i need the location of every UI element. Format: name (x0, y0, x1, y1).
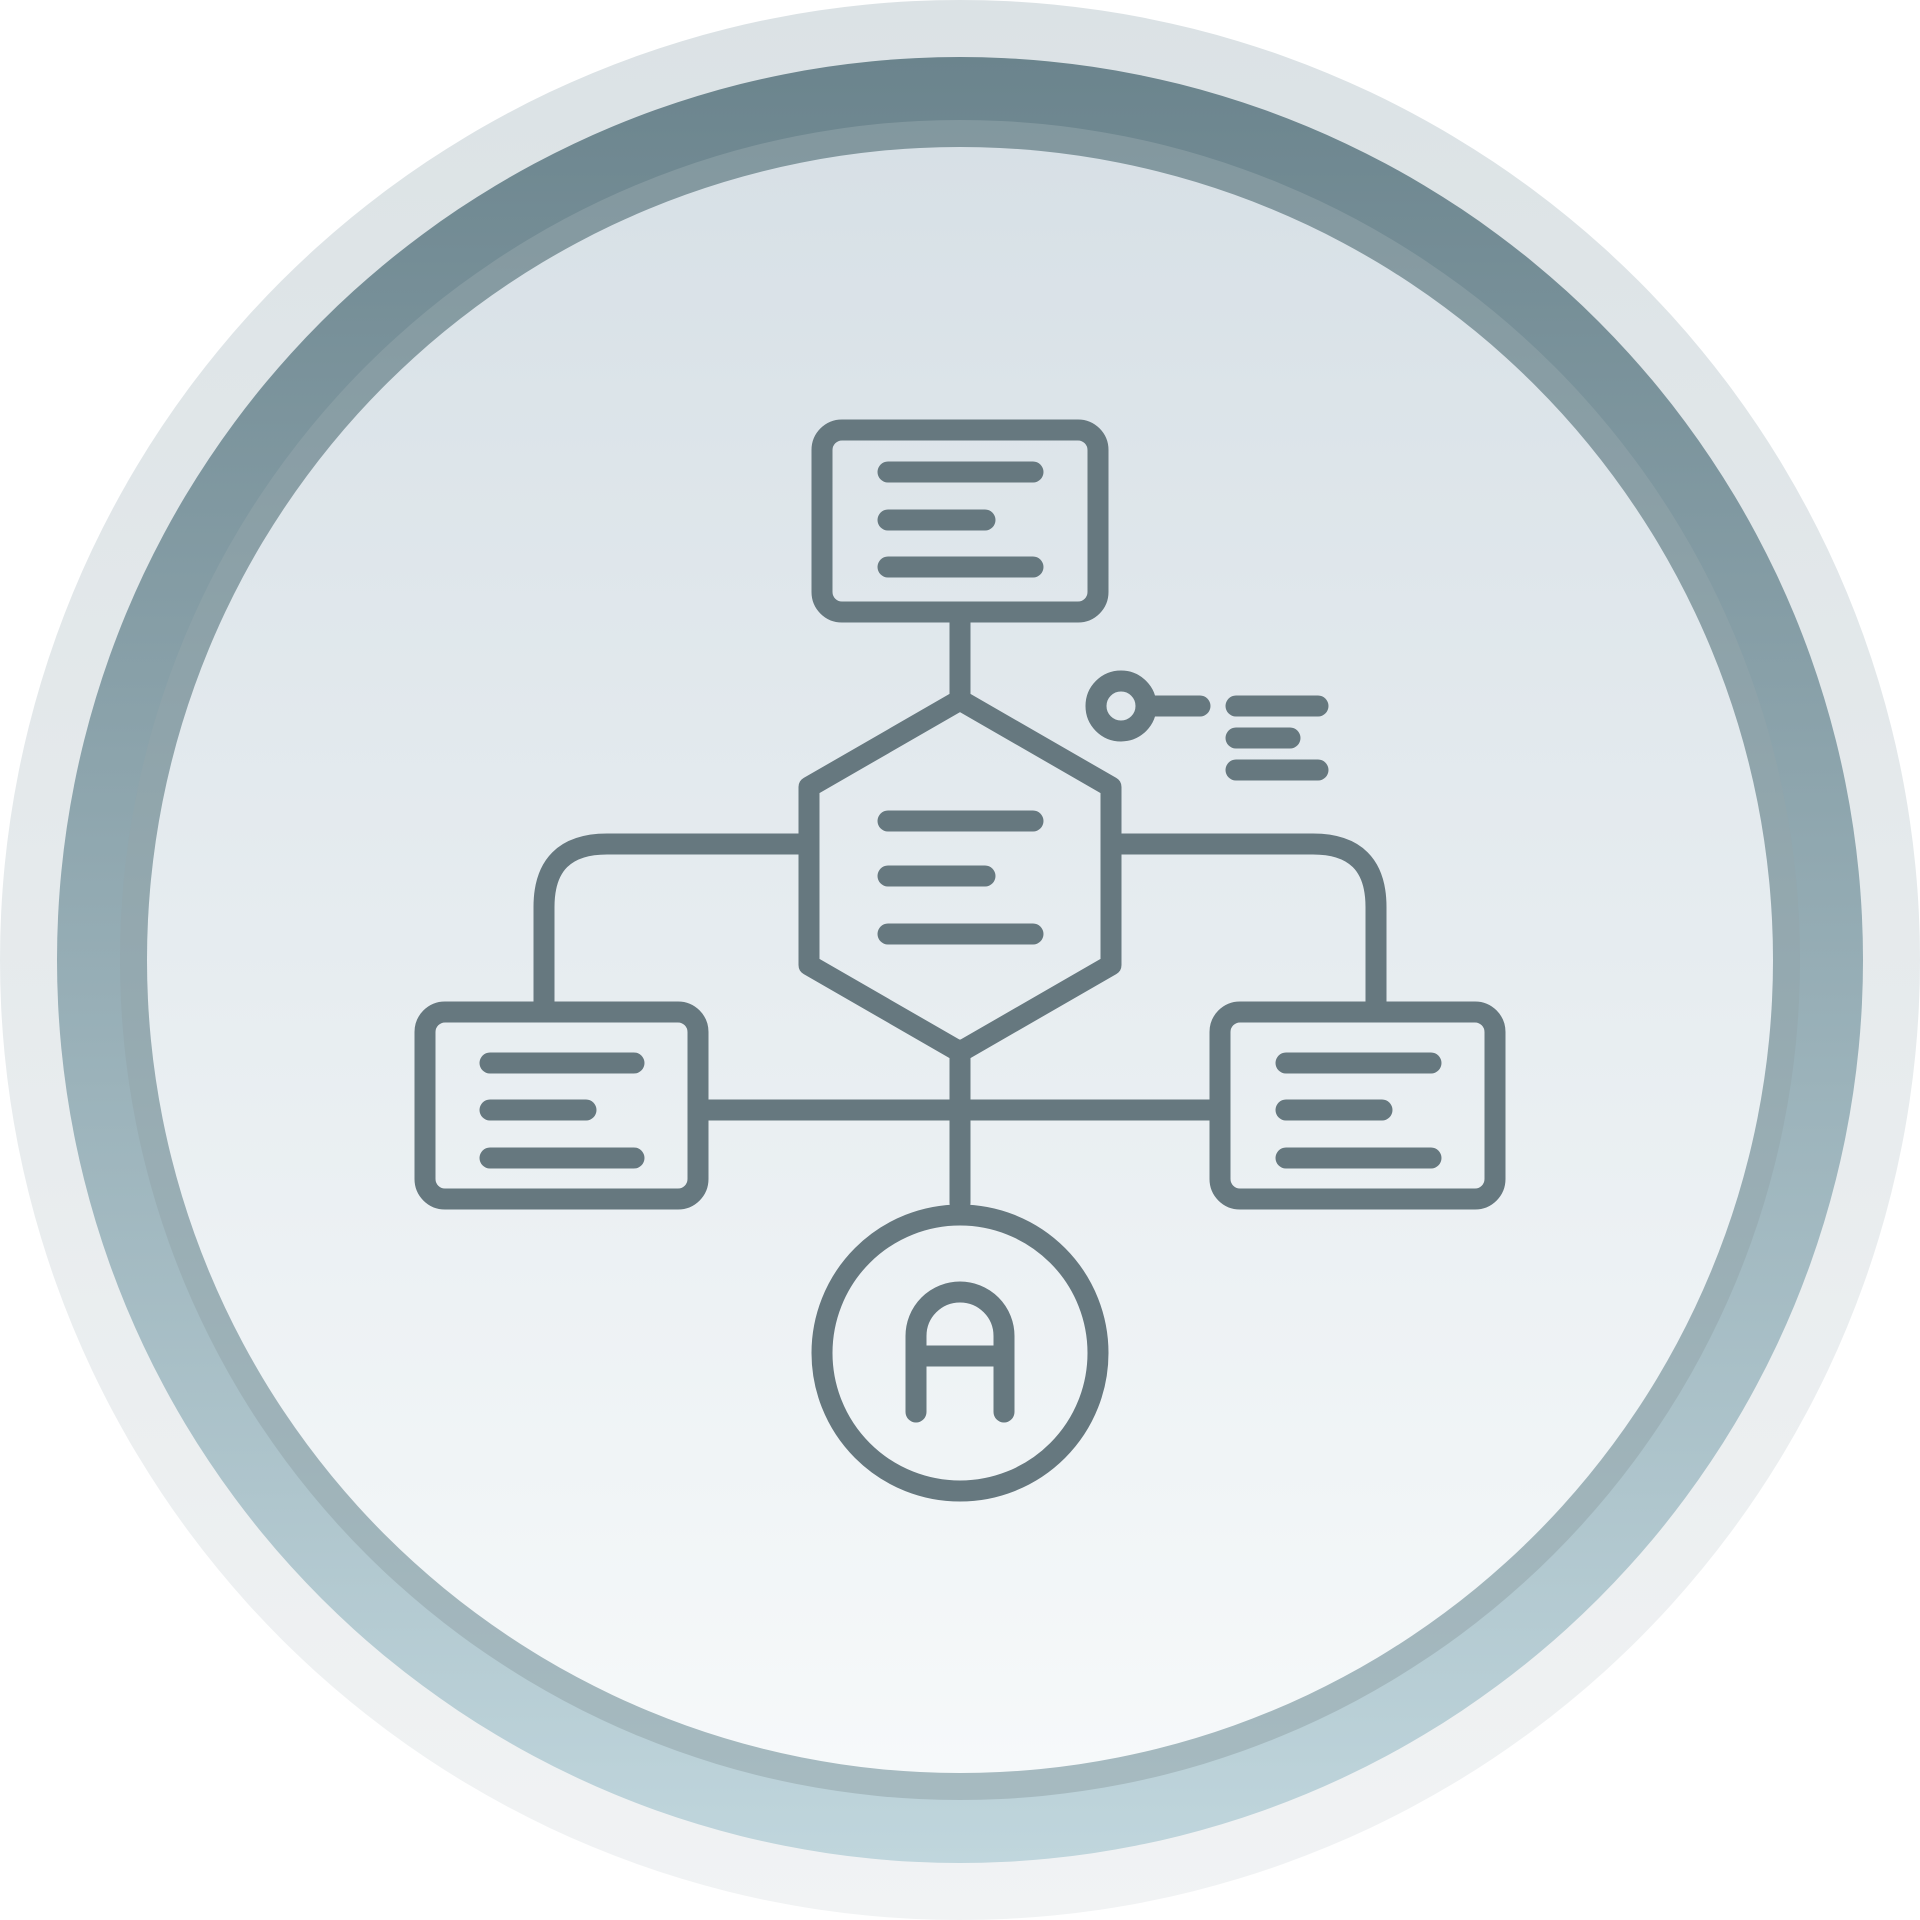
top-process-box (811, 419, 1109, 623)
letter-a-icon (905, 1281, 1015, 1423)
terminal-circle (811, 1204, 1109, 1502)
connector-hexagon-to-left-box (533, 833, 811, 1023)
decision-hexagon (798, 689, 1122, 1063)
connector-hexagon-to-right-box (1111, 833, 1387, 1023)
flowchart-glyph (414, 419, 1506, 1502)
left-process-box (414, 1001, 709, 1210)
right-process-box (1209, 1001, 1506, 1210)
badge-face (147, 147, 1773, 1773)
